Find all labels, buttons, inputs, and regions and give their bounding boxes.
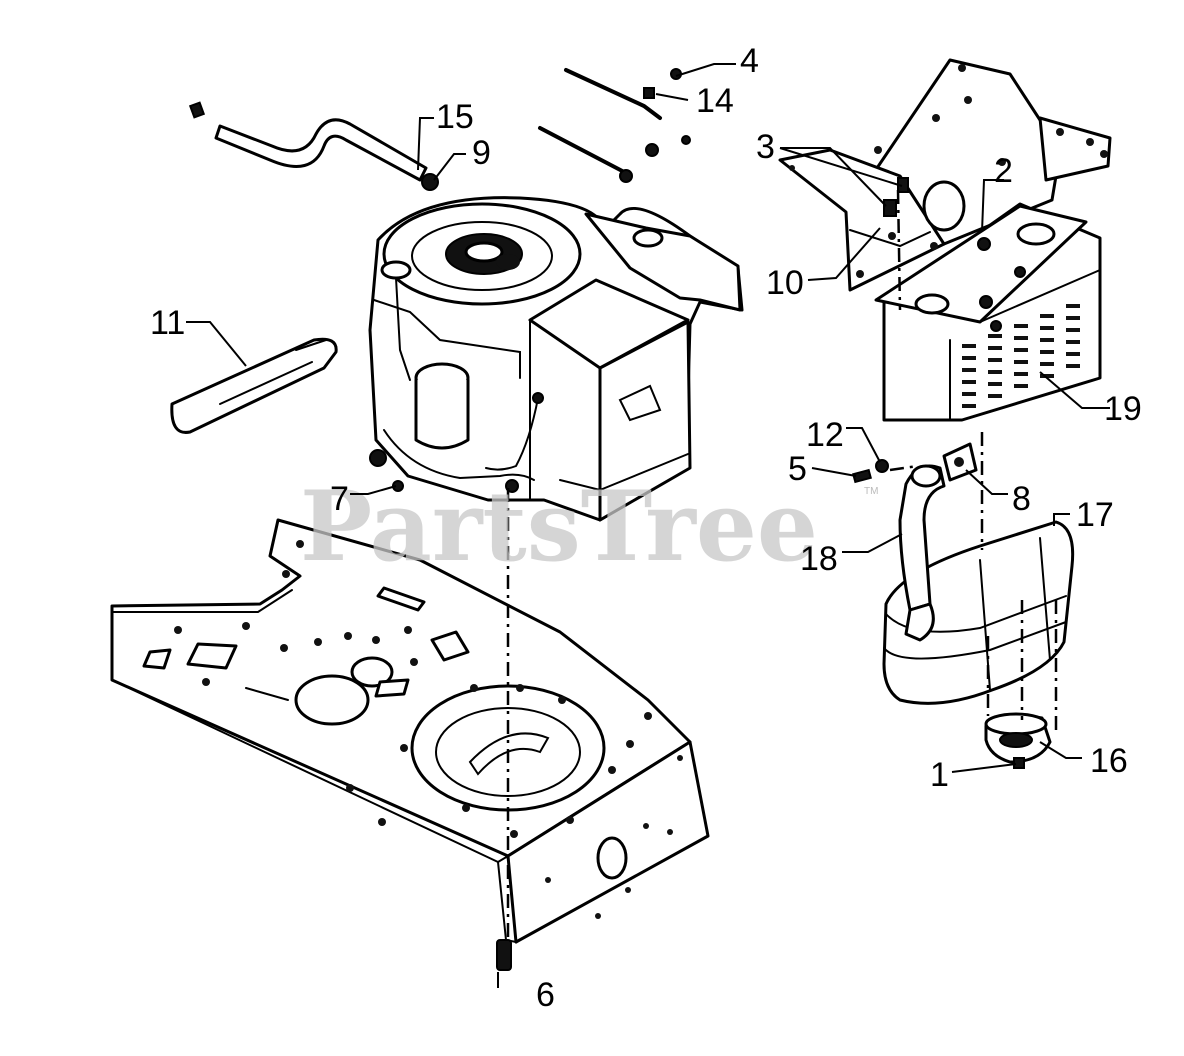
vent-slot xyxy=(962,356,976,360)
control-cables[interactable] xyxy=(538,68,691,183)
gasket-hole xyxy=(954,457,964,467)
engine[interactable] xyxy=(368,196,744,522)
callout-4: 4 xyxy=(740,42,759,80)
callout-18: 18 xyxy=(800,540,838,578)
callout-labels: 4 14 15 9 11 7 6 3 2 10 19 12 5 8 17 18 … xyxy=(150,42,1142,1014)
vent-slot xyxy=(1040,314,1054,318)
vent-slot xyxy=(988,346,1002,350)
exhaust-pipe[interactable] xyxy=(898,464,946,642)
callout-11: 11 xyxy=(150,304,185,342)
vent-slot xyxy=(1014,324,1028,328)
callout-19: 19 xyxy=(1104,390,1142,428)
callout-17: 17 xyxy=(1076,496,1114,534)
vent-slot xyxy=(1040,350,1054,354)
callout-2: 2 xyxy=(994,152,1013,190)
callout-5: 5 xyxy=(788,450,807,488)
callout-3: 3 xyxy=(756,128,775,166)
vent-slot xyxy=(988,370,1002,374)
vent-slot xyxy=(1066,352,1080,356)
vent-slot xyxy=(1066,316,1080,320)
callout-8: 8 xyxy=(1012,480,1031,518)
lockwasher-12[interactable] xyxy=(875,459,889,473)
dipstick-tube[interactable] xyxy=(188,101,439,191)
vent-slot xyxy=(1014,384,1028,388)
vent-slot xyxy=(988,334,1002,338)
callout-10: 10 xyxy=(766,264,804,302)
vent-slot xyxy=(962,344,976,348)
muffler[interactable] xyxy=(882,520,1075,705)
vent-slot xyxy=(988,394,1002,398)
vent-slot xyxy=(1014,348,1028,352)
muffler-bracket[interactable] xyxy=(778,58,1112,292)
vent-slot xyxy=(1066,304,1080,308)
vent-slot xyxy=(1014,336,1028,340)
bolt-5[interactable] xyxy=(852,468,872,484)
callout-16: 16 xyxy=(1090,742,1128,780)
watermark-trademark: TM xyxy=(864,486,878,497)
vent-slot xyxy=(962,392,976,396)
callout-7: 7 xyxy=(330,480,349,518)
vent-slot xyxy=(1066,328,1080,332)
callout-1: 1 xyxy=(930,756,949,794)
callout-14: 14 xyxy=(696,82,734,120)
vent-slot xyxy=(962,404,976,408)
vent-slot xyxy=(988,382,1002,386)
callout-15: 15 xyxy=(436,98,474,136)
leader-lines xyxy=(186,63,1110,988)
screw-1[interactable] xyxy=(1013,757,1025,769)
vent-slot xyxy=(1040,338,1054,342)
callout-6: 6 xyxy=(536,976,555,1014)
vent-slot xyxy=(1014,372,1028,376)
alignment-lines xyxy=(506,189,1058,940)
vent-slot xyxy=(962,380,976,384)
watermark-text: PartsTree xyxy=(300,470,818,583)
muffler-heat-shield[interactable] xyxy=(874,202,1102,422)
vent-slot xyxy=(1066,364,1080,368)
callout-9: 9 xyxy=(472,134,491,172)
tractor-frame[interactable] xyxy=(110,518,710,971)
vent-slot xyxy=(1040,362,1054,366)
vent-slot xyxy=(1066,340,1080,344)
oil-drain-extension[interactable] xyxy=(170,337,338,434)
vent-slot xyxy=(1040,326,1054,330)
vent-slot xyxy=(962,368,976,372)
vent-slot xyxy=(1014,360,1028,364)
spark-arrestor[interactable] xyxy=(984,712,1052,764)
vent-slot xyxy=(988,358,1002,362)
vent-slot xyxy=(1040,374,1054,378)
callout-12: 12 xyxy=(806,416,844,454)
